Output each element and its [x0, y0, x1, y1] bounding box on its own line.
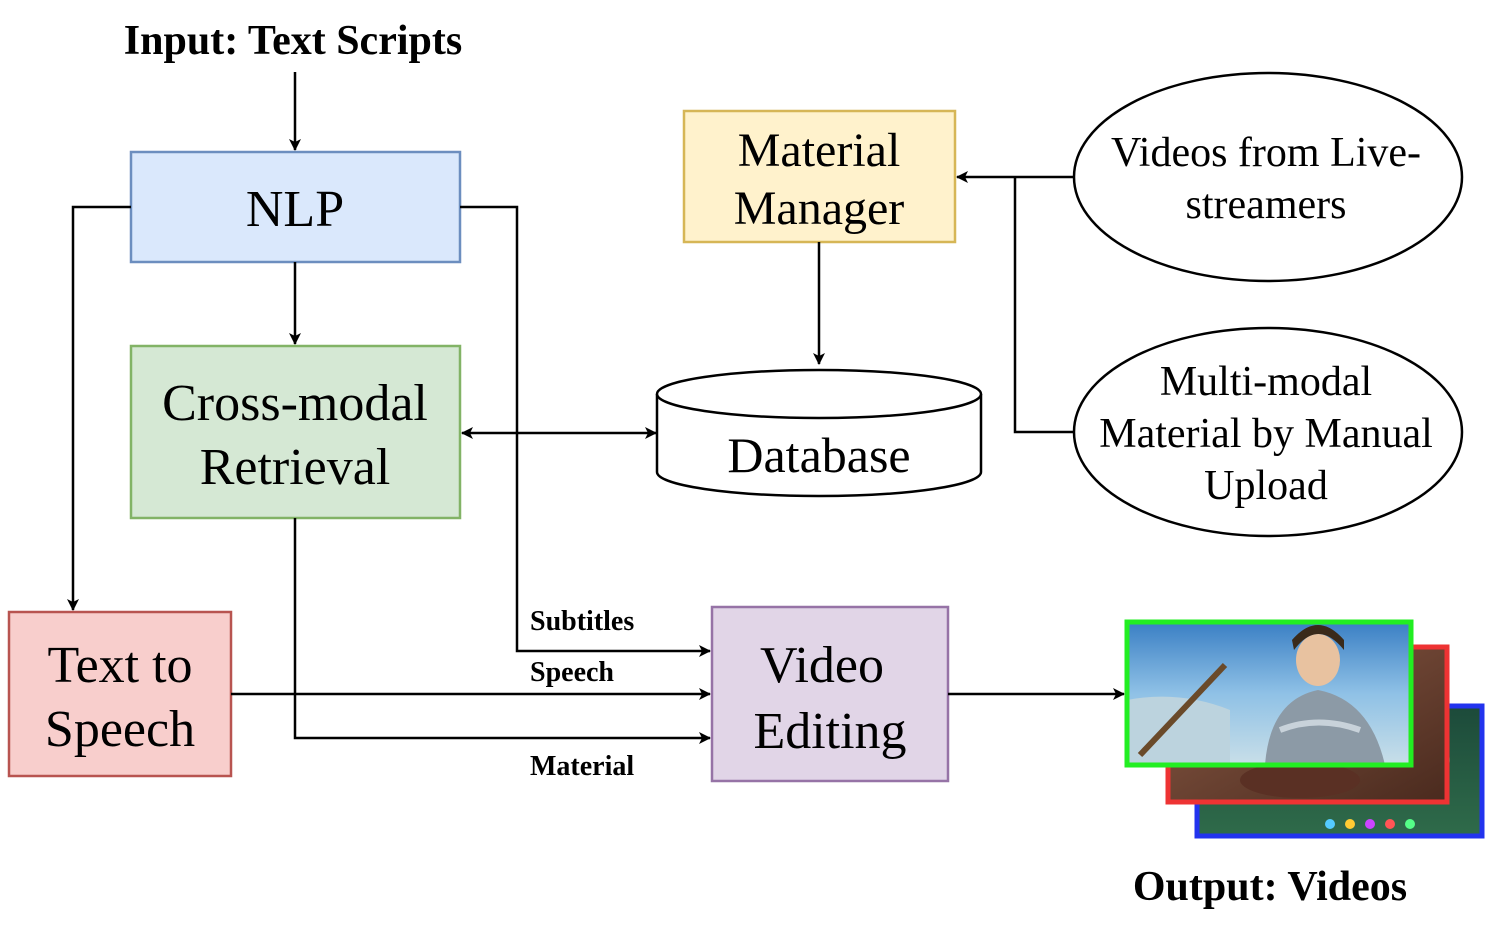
video-thumbnail-hero — [1124, 619, 1414, 768]
retrieval-box[interactable] — [129, 344, 462, 520]
output-video-stack[interactable] — [1124, 619, 1485, 839]
editing-label-line2: Editing — [753, 703, 906, 760]
manager-label-line2: Manager — [734, 182, 905, 235]
edge-label-material: Material — [530, 751, 634, 782]
tts-box[interactable] — [7, 610, 233, 778]
upload-label-line3: Upload — [1204, 463, 1328, 509]
editing-box[interactable] — [710, 605, 950, 783]
retrieval-label-line1: Cross-modal — [162, 375, 428, 432]
upload-to-manager-connector — [1013, 177, 1074, 434]
live-label-line1: Videos from Live- — [1111, 130, 1421, 176]
retrieval-to-editing-material-arrow — [293, 518, 711, 744]
editing-label-line1: Video — [760, 637, 884, 694]
manual-upload-ellipse[interactable] — [1072, 326, 1464, 538]
live-streamers-ellipse[interactable] — [1072, 71, 1464, 283]
live-label-line2: streamers — [1186, 182, 1347, 228]
output-label: Output: Videos — [1133, 864, 1407, 910]
retrieval-label-line2: Retrieval — [200, 439, 391, 496]
edge-label-subtitles: Subtitles — [530, 606, 634, 637]
input-label: Input: Text Scripts — [124, 18, 462, 64]
tts-label-line2: Speech — [45, 701, 195, 758]
upload-label-line1: Multi-modal — [1160, 359, 1372, 405]
nlp-label: NLP — [246, 181, 344, 238]
tts-label-line1: Text to — [47, 637, 192, 694]
manager-box[interactable] — [682, 109, 957, 244]
manager-label-line1: Material — [738, 124, 901, 177]
database-cylinder[interactable] — [655, 368, 983, 498]
database-label: Database — [727, 427, 910, 483]
edge-label-speech: Speech — [530, 657, 614, 688]
upload-label-line2: Material by Manual — [1099, 411, 1433, 457]
nlp-to-tts-arrow — [67, 205, 131, 611]
